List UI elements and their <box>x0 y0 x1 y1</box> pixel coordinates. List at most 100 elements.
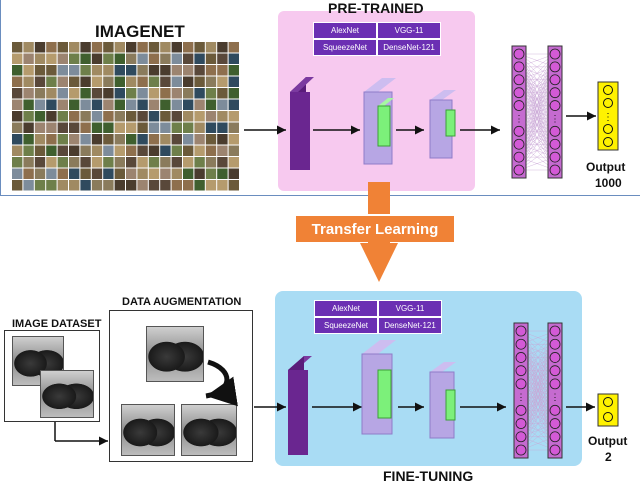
imagenet-thumbnail <box>80 168 91 179</box>
model-vgg11-top: VGG-11 <box>377 22 441 39</box>
output-2-node-1 <box>603 397 613 407</box>
imagenet-thumbnail <box>103 111 114 122</box>
imagenet-thumbnail <box>137 42 148 53</box>
imagenet-thumbnail <box>183 180 194 191</box>
imagenet-thumbnail <box>23 53 34 64</box>
imagenet-thumbnail <box>34 76 46 87</box>
imagenet-thumbnail <box>114 65 125 76</box>
imagenet-thumbnail <box>80 42 91 53</box>
imagenet-thumbnail <box>183 145 194 156</box>
imagenet-thumbnail <box>217 134 228 145</box>
imagenet-thumbnail <box>46 122 57 133</box>
imagenet-thumbnail <box>46 65 57 76</box>
imagenet-thumbnail <box>114 53 125 64</box>
imagenet-thumbnail <box>34 180 46 191</box>
imagenet-thumbnail <box>228 99 239 110</box>
imagenet-thumbnail <box>69 76 80 87</box>
output-1000-node <box>603 85 613 95</box>
imagenet-thumbnail <box>194 157 205 168</box>
imagenet-thumbnail <box>126 157 137 168</box>
imagenet-thumbnail <box>160 99 171 110</box>
imagenet-thumbnail <box>69 99 80 110</box>
imagenet-thumbnail <box>23 122 34 133</box>
imagenet-thumbnail <box>114 122 125 133</box>
imagenet-thumbnail <box>91 65 103 76</box>
model-densenet-bottom: DenseNet-121 <box>378 317 442 334</box>
imagenet-thumbnail <box>80 134 91 145</box>
imagenet-thumbnail <box>91 157 103 168</box>
imagenet-thumbnail <box>23 168 34 179</box>
imagenet-thumbnail <box>114 111 125 122</box>
model-alexnet-top: AlexNet <box>313 22 377 39</box>
fc-neuron <box>549 431 561 443</box>
output-1000-column <box>597 81 619 151</box>
pretrained-label: PRE-TRAINED <box>328 0 424 16</box>
imagenet-thumbnail <box>160 180 171 191</box>
fc-neuron <box>515 404 527 416</box>
imagenet-thumbnail <box>12 99 23 110</box>
imagenet-thumbnail <box>126 99 137 110</box>
imagenet-thumbnail <box>160 42 171 53</box>
imagenet-thumbnail <box>34 134 46 145</box>
imagenet-thumbnail <box>80 65 91 76</box>
imagenet-thumbnail <box>205 134 217 145</box>
imagenet-thumbnail <box>228 111 239 122</box>
output-1000-node <box>603 137 613 147</box>
imagenet-thumbnail <box>171 76 182 87</box>
imagenet-thumbnail <box>160 111 171 122</box>
imagenet-thumbnail <box>217 65 228 76</box>
imagenet-label: IMAGENET <box>95 22 185 41</box>
imagenet-thumbnail <box>57 134 68 145</box>
imagenet-thumbnail <box>183 42 194 53</box>
imagenet-thumbnail <box>205 53 217 64</box>
imagenet-thumbnail <box>228 180 239 191</box>
imagenet-thumbnail <box>205 111 217 122</box>
imagenet-thumbnail <box>205 88 217 99</box>
imagenet-thumbnail <box>137 168 148 179</box>
imagenet-thumbnail <box>69 122 80 133</box>
imagenet-thumbnail <box>205 42 217 53</box>
imagenet-thumbnail <box>12 122 23 133</box>
imagenet-thumbnail <box>228 76 239 87</box>
imagenet-thumbnail <box>217 76 228 87</box>
imagenet-thumbnail <box>23 88 34 99</box>
imagenet-thumbnail <box>137 65 148 76</box>
imagenet-thumbnail <box>171 168 182 179</box>
imagenet-thumbnail <box>23 157 34 168</box>
fc-ellipsis: ⋮ <box>551 113 560 123</box>
fc-layers-bottom: ⋮⋮ <box>513 322 563 459</box>
imagenet-thumbnail <box>34 122 46 133</box>
imagenet-thumbnail <box>91 42 103 53</box>
imagenet-thumbnail <box>103 99 114 110</box>
imagenet-thumbnail <box>114 157 125 168</box>
imagenet-thumbnail <box>23 111 34 122</box>
imagenet-thumbnail <box>160 76 171 87</box>
imagenet-thumbnail <box>12 134 23 145</box>
imagenet-thumbnail <box>34 99 46 110</box>
imagenet-thumbnail <box>160 157 171 168</box>
imagenet-thumbnail <box>69 53 80 64</box>
imagenet-thumbnail <box>57 157 68 168</box>
imagenet-thumbnail <box>217 53 228 64</box>
model-alexnet-bottom: AlexNet <box>314 300 378 317</box>
imagenet-thumbnail <box>137 145 148 156</box>
imagenet-thumbnail <box>34 168 46 179</box>
imagenet-thumbnail <box>46 88 57 99</box>
imagenet-thumbnail <box>46 53 57 64</box>
output-2-label-1: Output <box>588 434 628 448</box>
imagenet-thumbnail <box>80 53 91 64</box>
imagenet-thumbnail <box>12 65 23 76</box>
imagenet-thumbnail <box>114 88 125 99</box>
imagenet-thumbnail <box>34 88 46 99</box>
xray-aug-1 <box>121 404 175 456</box>
imagenet-thumbnail <box>103 168 114 179</box>
fc-neuron <box>549 87 561 99</box>
output-1000-node <box>603 98 613 108</box>
imagenet-thumbnail <box>126 88 137 99</box>
imagenet-thumbnail <box>194 168 205 179</box>
fc-neuron <box>513 74 525 86</box>
imagenet-thumbnail <box>171 53 182 64</box>
imagenet-thumbnail <box>160 122 171 133</box>
imagenet-thumbnail <box>228 145 239 156</box>
imagenet-thumbnail <box>126 111 137 122</box>
